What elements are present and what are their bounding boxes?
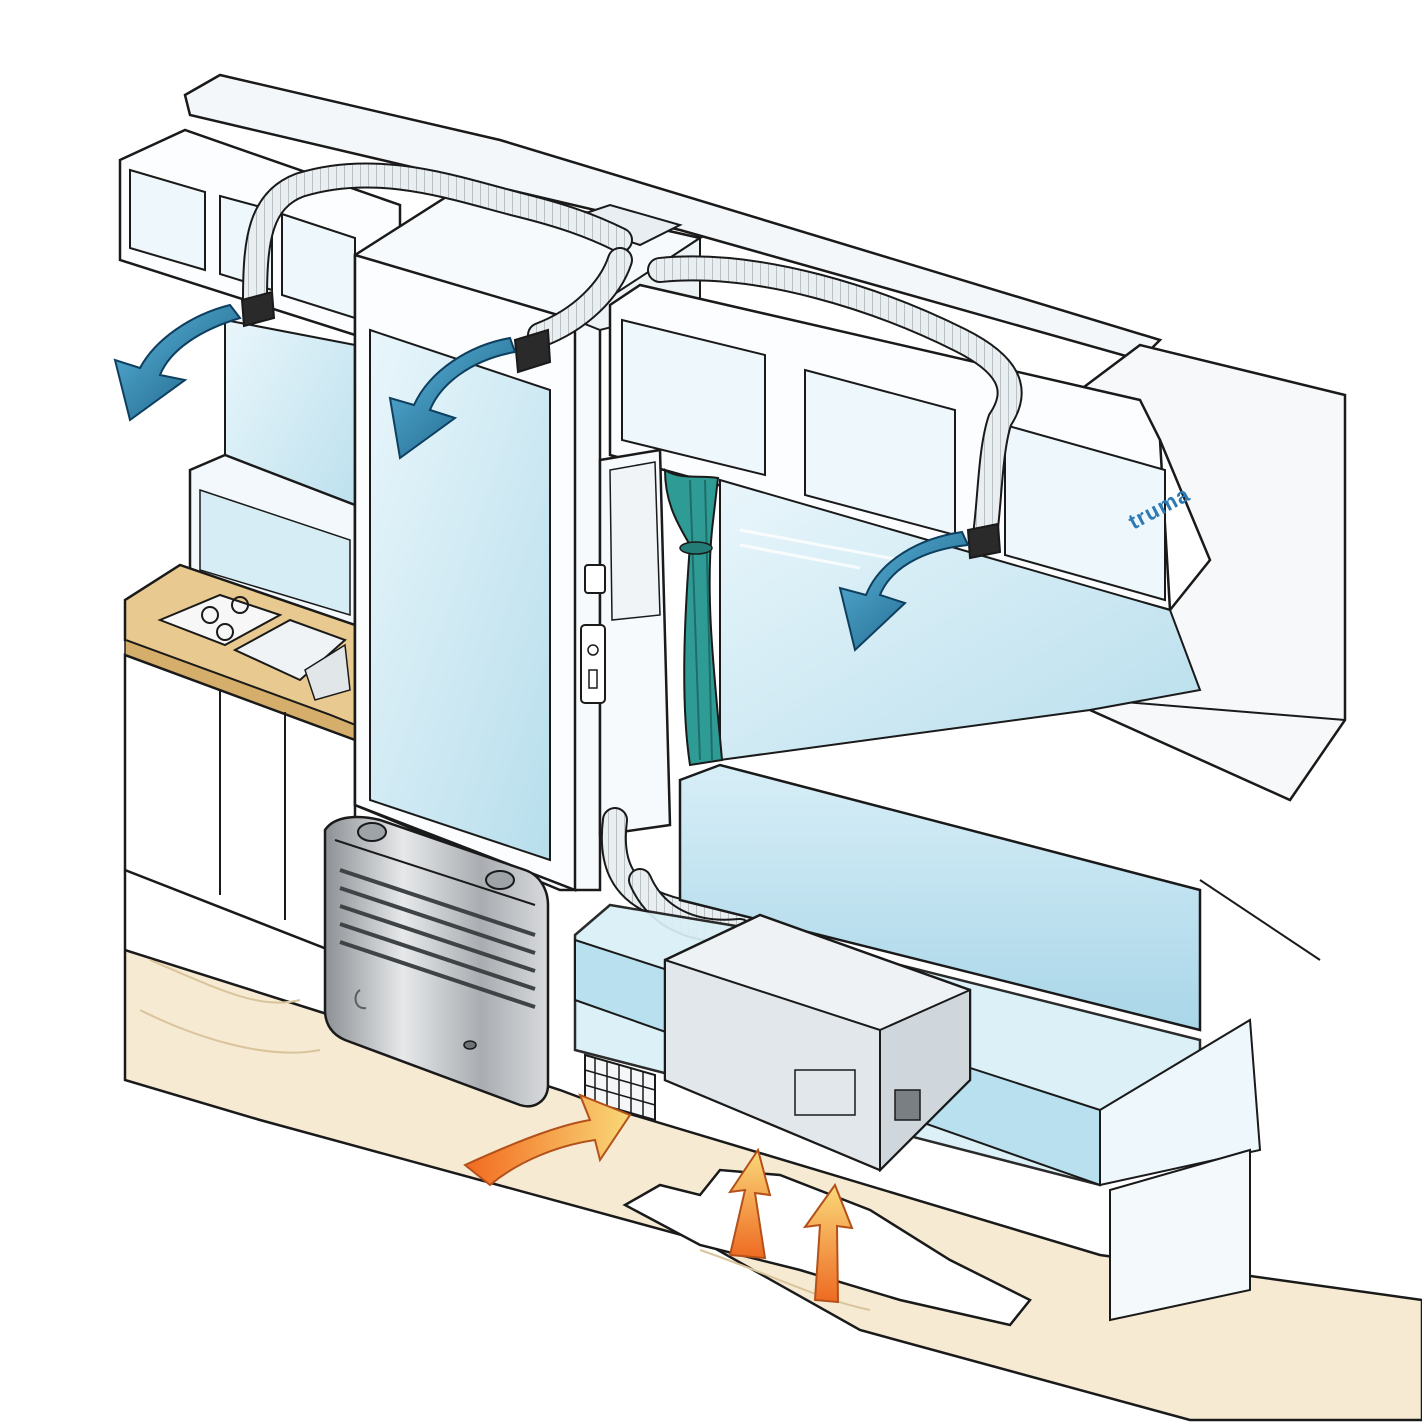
stove-hob	[157, 593, 283, 647]
control-panel[interactable]	[580, 564, 606, 704]
heater-logo-icon	[354, 989, 367, 1010]
air-outlet-left	[240, 290, 276, 328]
air-outlet-arrows	[113, 303, 970, 652]
heater-knob-left[interactable]	[357, 822, 387, 842]
air-ducts	[242, 162, 1023, 943]
heater-knob-right[interactable]	[485, 870, 515, 890]
gas-heater	[323, 815, 550, 1108]
cool-arrow-center	[388, 336, 517, 460]
curtain	[663, 468, 724, 767]
air-outlet-center	[513, 328, 552, 374]
up-arrow-right	[802, 1182, 854, 1304]
cool-arrow-right	[838, 530, 970, 652]
heater-grille	[339, 868, 536, 1009]
warm-air-arrows	[463, 1093, 854, 1304]
divider-panel	[580, 448, 672, 837]
right-upper-cabinets	[608, 283, 1172, 612]
cool-arrow-left	[113, 303, 242, 422]
sink	[232, 618, 351, 701]
up-arrow-left	[727, 1147, 772, 1260]
air-outlet-right	[966, 522, 1002, 560]
intake-arrow	[463, 1093, 632, 1187]
